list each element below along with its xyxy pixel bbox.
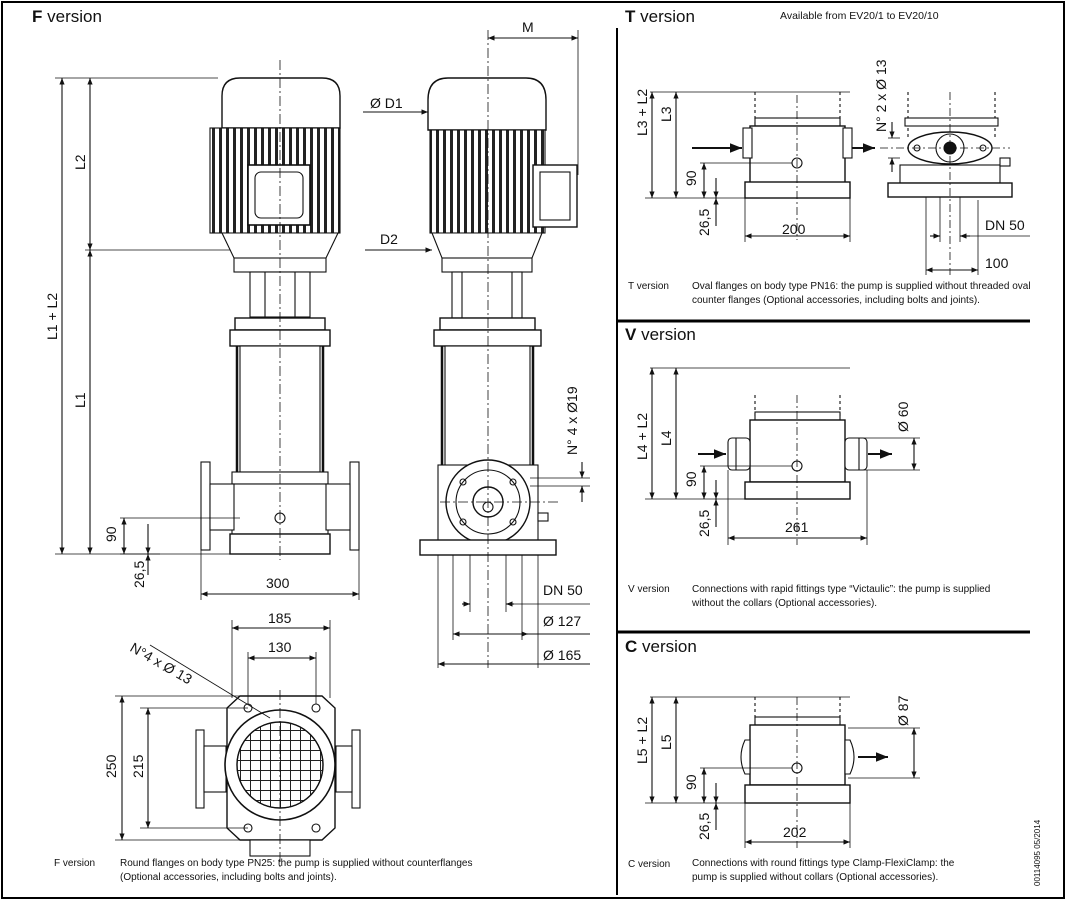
dim-t-dn50: DN 50 [985,217,1025,233]
dim-d87: Ø 87 [895,695,911,726]
dim-d127: Ø 127 [543,613,582,629]
v-note-label: V version [628,584,670,595]
dim-d1: Ø D1 [370,95,403,111]
f-section-title: F version [32,7,102,26]
dim-l4: L4 [658,430,674,446]
dim-holes-19: N° 4 x Ø19 [564,386,580,455]
dim-300: 300 [266,575,290,591]
dim-200: 200 [782,221,806,237]
f-front-pump [200,60,360,560]
f-note-label: F version [54,858,96,869]
t-dims [645,92,1030,275]
c-pump [650,696,888,848]
dim-l4-l2: L4 + L2 [634,412,650,460]
dim-v-26-5: 26,5 [696,509,712,537]
f-front-dims [55,77,360,600]
v-note-text: Connections with rapid fittings type “Vi… [692,584,991,609]
dim-t-holes: N° 2 x Ø 13 [873,59,889,132]
dim-t-90: 90 [683,170,699,186]
dim-202: 202 [783,824,807,840]
t-pump-front [650,91,875,240]
t-section-title: T version [625,7,695,26]
dim-215: 215 [130,754,146,778]
dim-l1: L1 [72,392,88,408]
dim-t-26-5: 26,5 [696,208,712,236]
dim-d2: D2 [380,231,398,247]
dim-100: 100 [985,255,1009,271]
dim-250: 250 [103,754,119,778]
v-pump [650,367,892,545]
dim-c-26-5: 26,5 [696,812,712,840]
f-base-dims [115,620,331,841]
dim-f-dn50: DN 50 [543,582,583,598]
dim-f-26-5: 26,5 [131,560,147,588]
f-side-dims [363,30,590,668]
dim-130: 130 [268,639,292,655]
dim-d165: Ø 165 [543,647,582,663]
dim-l5: L5 [658,734,674,750]
t-pump-side [880,92,1013,275]
dim-l2: L2 [72,154,88,170]
dim-l1-l2: L1 + L2 [44,292,60,340]
c-note-text: Connections with round fittings type Cla… [692,858,955,883]
dim-185: 185 [268,610,292,626]
dim-c-90: 90 [683,774,699,790]
c-section-title: C version [625,637,697,656]
c-dims [645,697,920,848]
t-note-label: T version [628,281,669,292]
f-base-top-view [195,690,361,870]
v-dims [645,368,920,545]
dim-l5-l2: L5 + L2 [634,716,650,764]
dim-f-90: 90 [103,526,119,542]
dim-v-90: 90 [683,471,699,487]
t-note-text: Oval flanges on body type PN16: the pump… [692,281,1031,306]
c-note-label: C version [628,859,671,870]
v-section-title: V version [625,325,696,344]
f-note-text: Round flanges on body type PN25: the pum… [120,858,473,883]
dim-m: M [522,19,534,35]
f-side-pump [419,30,578,668]
dim-l3: L3 [658,106,674,122]
dim-261: 261 [785,519,809,535]
dim-l3-l2: L3 + L2 [634,88,650,136]
dim-d60: Ø 60 [895,401,911,432]
t-availability: Available from EV20/1 to EV20/10 [780,10,939,22]
document-code: 00114095 05/2014 [1033,819,1042,886]
